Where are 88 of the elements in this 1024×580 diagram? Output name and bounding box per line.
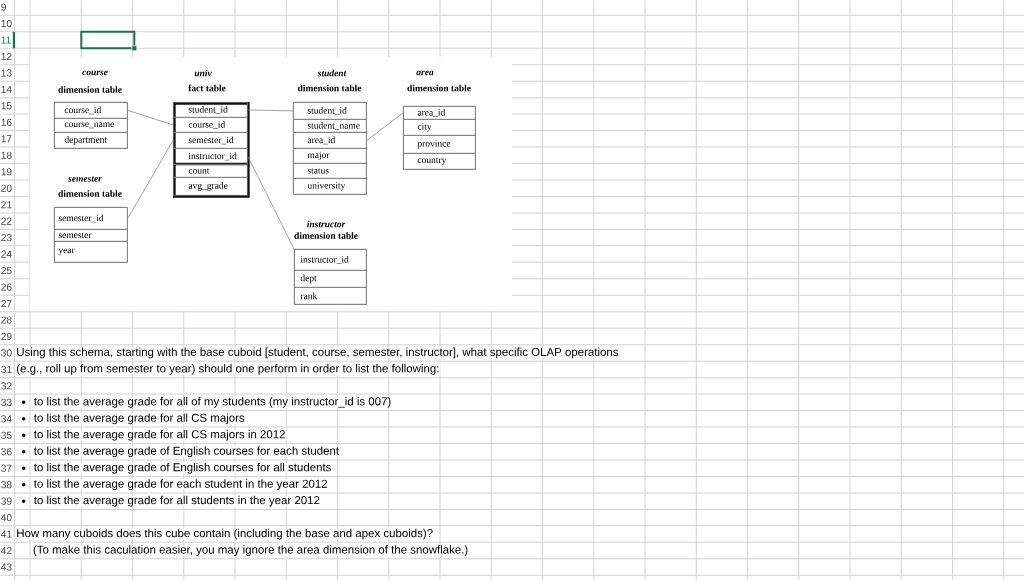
- table-field: student_name: [293, 119, 367, 133]
- table-field: major: [293, 148, 367, 164]
- row-number: 23: [1, 234, 12, 242]
- table-field: area_id: [293, 132, 367, 149]
- question-text: How many cuboids does this cube contain (including the base and apex cuboids)?: [15, 528, 435, 540]
- list-item: to list the average grade for all students in the year 2012: [32, 495, 321, 507]
- table-title: student: [317, 69, 347, 77]
- question-text: (e.g., roll up from semester to year) should one perform in order to list the following:: [15, 364, 441, 375]
- table-title: dimension table: [297, 84, 362, 92]
- row-number: 19: [1, 168, 12, 176]
- table-field: department: [54, 132, 128, 149]
- row-number: 15: [1, 102, 12, 110]
- row-number: 40: [1, 514, 12, 522]
- row-number: 26: [1, 283, 12, 291]
- table-field: city: [403, 119, 476, 136]
- row-number: 36: [1, 448, 12, 456]
- row-number: 13: [1, 69, 12, 77]
- table-field: count: [173, 164, 248, 178]
- table-field: status: [293, 163, 367, 179]
- table-field: area_id: [403, 106, 476, 120]
- table-field: avg_grade: [173, 177, 248, 196]
- connector-line: [127, 140, 174, 219]
- list-item: to list the average grade of English courses for each student: [32, 446, 341, 458]
- connector-line: [247, 109, 294, 112]
- connector-line: [247, 156, 295, 250]
- row-number: 42: [1, 547, 12, 555]
- row-number: 22: [1, 217, 12, 225]
- row-number: 38: [1, 481, 12, 489]
- row-number: 35: [1, 431, 12, 439]
- table-title: dimension table: [407, 84, 471, 92]
- row-number: 32: [1, 382, 12, 390]
- table-field: semester_id: [54, 207, 128, 230]
- row-number: 9: [1, 3, 6, 11]
- row-number: 28: [1, 316, 12, 324]
- row-number: 14: [1, 85, 12, 93]
- connector-line: [127, 110, 174, 126]
- table-field: province: [403, 135, 476, 154]
- table-title: univ: [194, 69, 212, 77]
- row-number: 24: [1, 250, 12, 258]
- list-item: to list the average grade for each student in the year 2012: [32, 479, 329, 491]
- row-number: 10: [1, 19, 12, 28]
- table-title: area: [416, 70, 434, 76]
- row-number: 18: [1, 151, 12, 159]
- table-field: dept: [294, 270, 367, 288]
- list-item: to list the average grade of English courses for all students: [32, 462, 333, 474]
- row-number: 43: [1, 563, 12, 571]
- table-title: course: [82, 70, 108, 76]
- row-number: 29: [1, 332, 12, 341]
- row-number: 12: [1, 52, 12, 60]
- row-number: 37: [1, 464, 12, 472]
- table-field: university: [293, 178, 367, 195]
- table-title: instructor: [307, 220, 346, 228]
- list-item: to list the average grade for all CS majors: [32, 413, 246, 425]
- table-field: year: [54, 241, 128, 263]
- row-number: 11: [1, 36, 11, 44]
- table-title: dimension table: [58, 190, 122, 197]
- row-number: 17: [1, 135, 12, 143]
- table-field: country: [403, 153, 476, 170]
- table-field: rank: [294, 287, 367, 305]
- table-field: instructor_id: [173, 148, 248, 165]
- row-number: 21: [1, 201, 12, 209]
- row-number: 25: [1, 266, 12, 275]
- table-field: course_id: [173, 117, 248, 133]
- row-number: 41: [1, 530, 12, 538]
- row-number: 33: [1, 398, 12, 406]
- connector-line: [366, 112, 404, 141]
- table-title: semester: [68, 176, 102, 182]
- table-field: student_id: [293, 102, 367, 120]
- row-number: 16: [1, 118, 12, 126]
- table-field: semester: [54, 229, 128, 242]
- question-text: Using this schema, starting with the base cuboid [student, course, semester, instructor], what specific OLAP operations: [15, 347, 620, 359]
- table-title: dimension table: [58, 86, 122, 93]
- row-number: 30: [1, 349, 12, 357]
- row-number: 39: [1, 497, 12, 505]
- list-item: to list the average grade for all CS majors in 2012: [32, 429, 287, 441]
- row-number: 20: [1, 184, 12, 192]
- table-title: dimension table: [294, 232, 358, 239]
- table-field: student_id: [173, 102, 248, 118]
- table-field: course_id: [54, 102, 128, 119]
- table-field: semester_id: [173, 132, 248, 149]
- row-number: 34: [1, 415, 12, 423]
- table-field: course_name: [54, 118, 128, 133]
- row-number: 31: [1, 365, 12, 373]
- question-text: (To make this caculation easier, you may ignore the area dimension of the snowflake.): [32, 545, 470, 556]
- table-field: instructor_id: [294, 249, 367, 271]
- row-number: 27: [1, 299, 12, 308]
- table-title: fact table: [188, 84, 226, 92]
- list-item: to list the average grade for all of my students (my instructor_id is 007): [32, 397, 393, 408]
